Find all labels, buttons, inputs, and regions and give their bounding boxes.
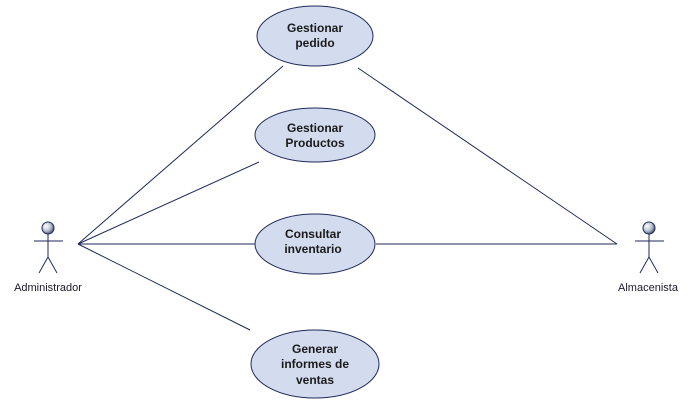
use-case-label-line: informes de xyxy=(281,357,349,371)
use-case-label-line: inventario xyxy=(284,242,341,256)
actor-administrador[interactable]: Administrador xyxy=(14,221,82,294)
use-case-label-line: pedido xyxy=(295,36,334,50)
actor-label: Almacenista xyxy=(618,282,679,294)
use-case-generar-informes[interactable]: Generar informes de ventas xyxy=(250,329,380,399)
associations xyxy=(77,65,618,331)
use-case-label-line: Generar xyxy=(292,342,338,356)
actor-left-leg xyxy=(38,256,49,274)
actor-head-icon xyxy=(642,221,656,235)
use-case-ellipse xyxy=(254,107,376,163)
actor-head-icon xyxy=(41,221,55,235)
actor-left-leg xyxy=(639,256,650,274)
actor-right-leg xyxy=(47,256,58,274)
use-case-label-line: Gestionar xyxy=(287,121,343,135)
use-case-gestionar-pedido[interactable]: Gestionar pedido xyxy=(256,5,374,67)
use-case-label-line: Consultar xyxy=(285,227,341,241)
use-case-label-line: Productos xyxy=(285,136,345,150)
actor-right-leg xyxy=(648,256,659,274)
use-case-label-line: Gestionar xyxy=(287,21,343,35)
actor-almacenista[interactable]: Almacenista xyxy=(618,221,679,294)
use-case-ellipse xyxy=(250,329,380,399)
use-case-label-line: ventas xyxy=(296,373,334,387)
assoc-administrador-gestionar-productos xyxy=(77,161,260,245)
assoc-administrador-gestionar-pedido xyxy=(77,65,284,245)
actor-label: Administrador xyxy=(14,282,82,294)
assoc-administrador-generar-informes xyxy=(77,243,251,331)
use-case-ellipse xyxy=(254,213,376,275)
use-case-ellipse xyxy=(256,5,374,67)
use-case-gestionar-productos[interactable]: Gestionar Productos xyxy=(254,107,376,163)
assoc-almacenista-gestionar-pedido xyxy=(357,67,618,245)
use-case-consultar-inventario[interactable]: Consultar inventario xyxy=(254,213,376,275)
